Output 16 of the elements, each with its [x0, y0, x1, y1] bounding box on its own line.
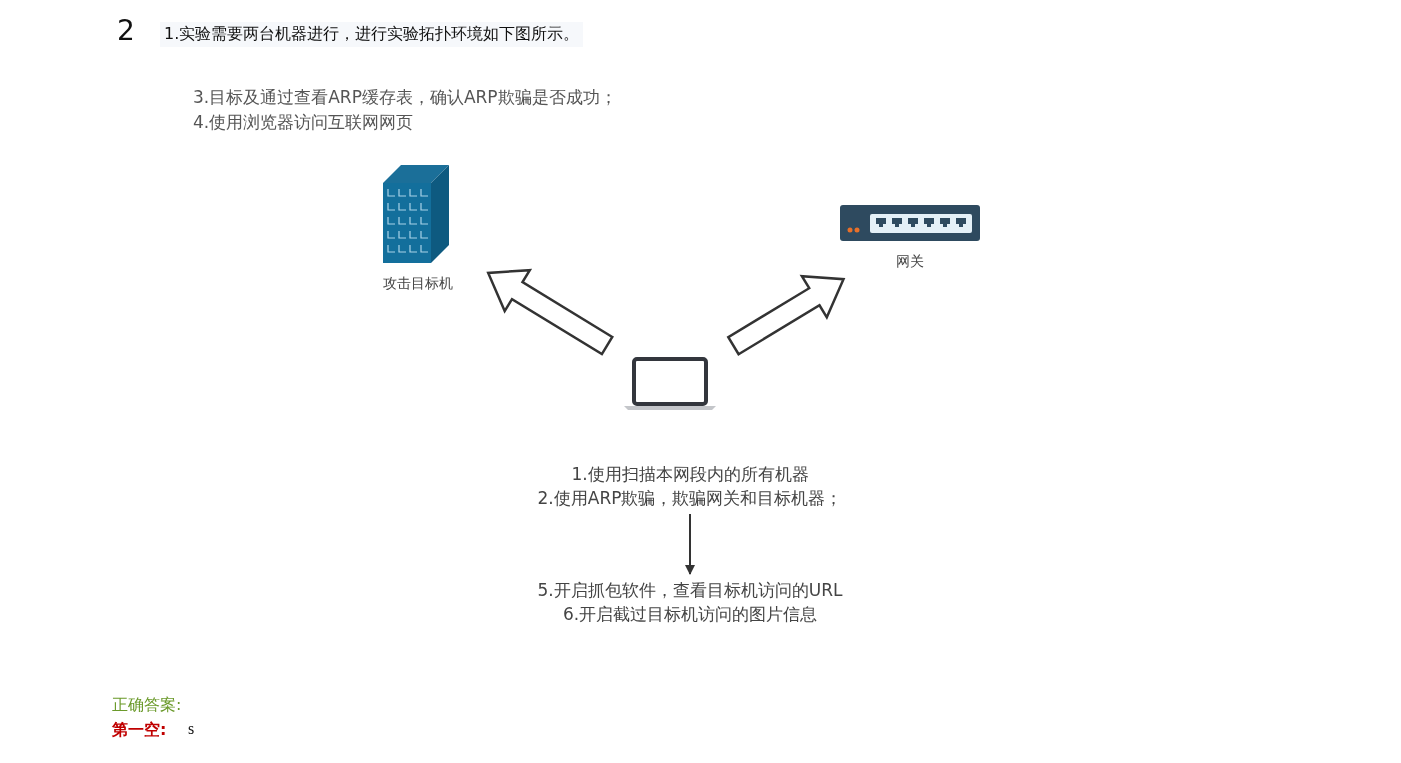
- device-label: 网关: [896, 252, 924, 271]
- step-text: 2.使用ARP欺骗，欺骗网关和目标机器；: [537, 487, 843, 510]
- question-text: 1.实验需要两台机器进行，进行实验拓扑环境如下图所示。: [160, 22, 584, 47]
- answer-blank-label: 第一空:: [112, 720, 167, 741]
- arrow: [685, 513, 695, 575]
- question-number: 2: [117, 14, 135, 47]
- step-text: 6.开启截过目标机访问的图片信息: [562, 603, 818, 626]
- block-arrow: [486, 268, 614, 356]
- answer-heading: 正确答案:: [112, 695, 182, 716]
- device-label: 攻击目标机: [383, 274, 453, 293]
- step-note: 4.使用浏览器访问互联网网页: [193, 111, 414, 134]
- block-arrow: [726, 274, 846, 356]
- step-note: 3.目标及通过查看ARP缓存表，确认ARP欺骗是否成功；: [193, 86, 617, 109]
- answer-text: s: [188, 720, 195, 738]
- step-text: 1.使用扫描本网段内的所有机器: [571, 463, 809, 486]
- step-text: 5.开启抓包软件，查看目标机访问的URL: [537, 579, 843, 602]
